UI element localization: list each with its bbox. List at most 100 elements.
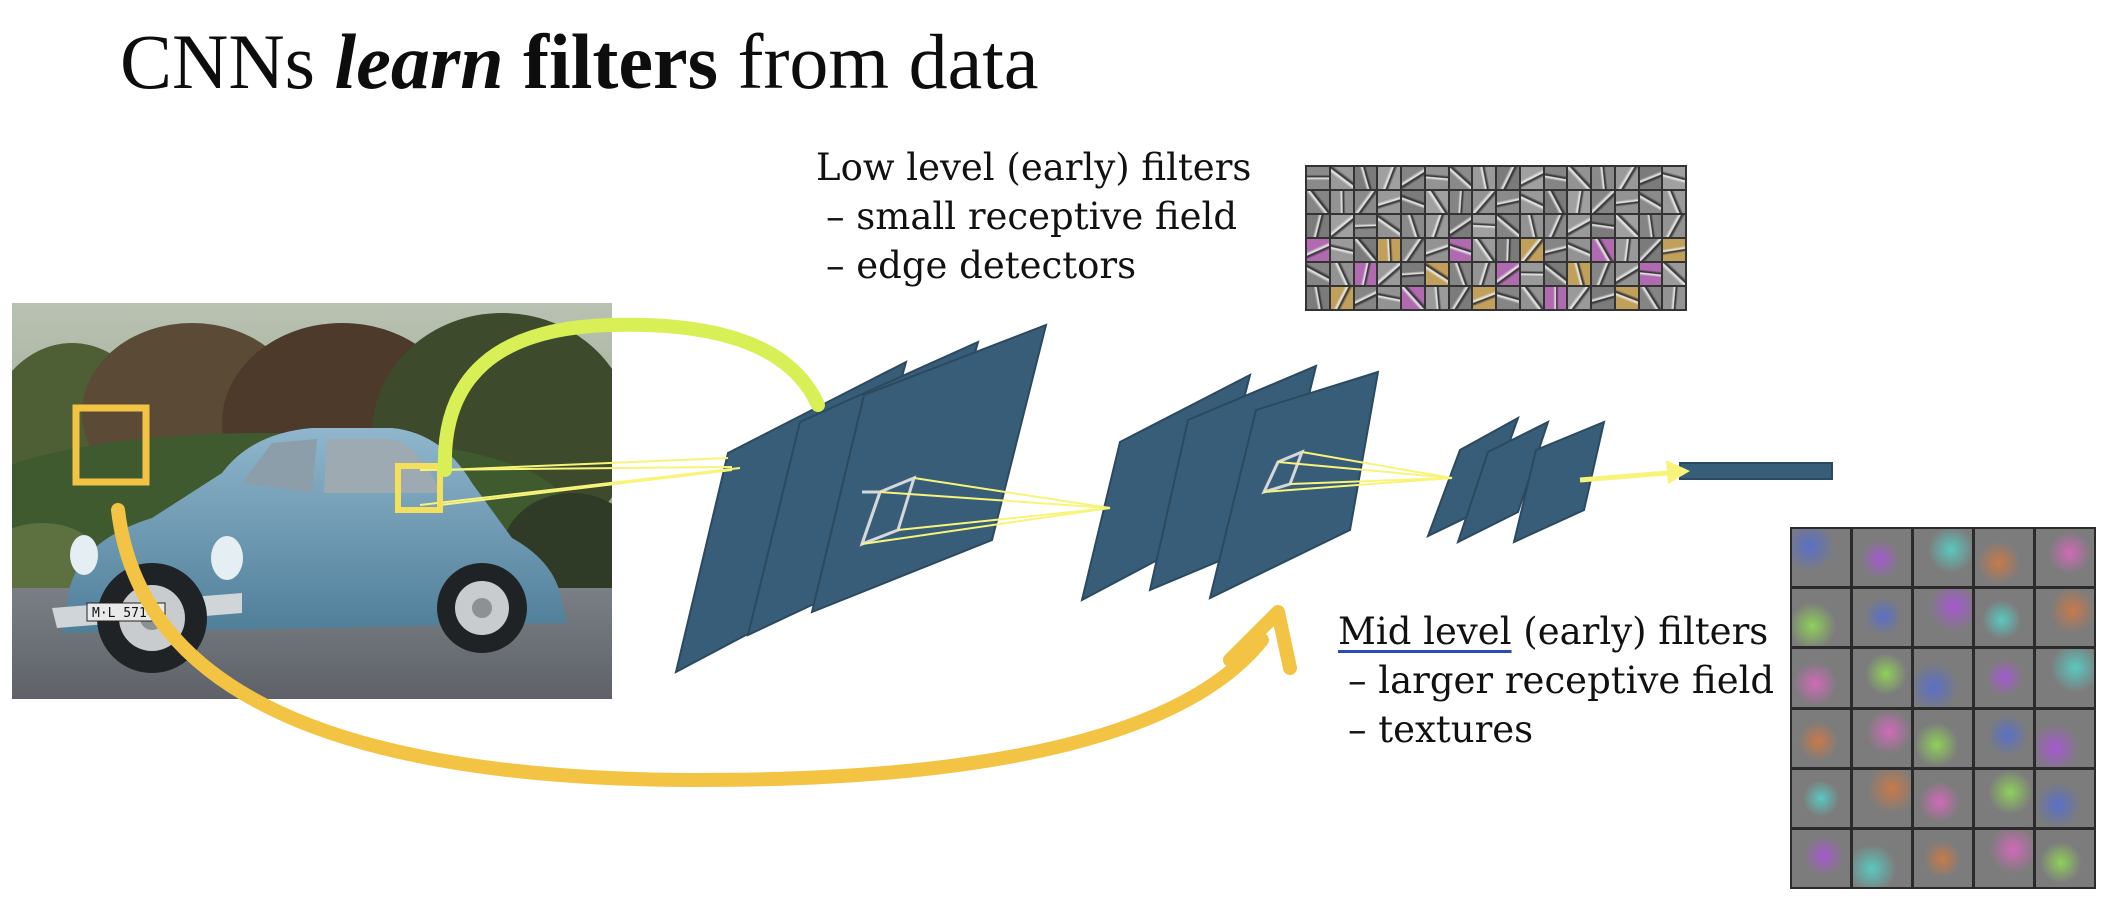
mid-level-filter-tile [1914, 769, 1972, 827]
mid-level-filter-tile [1853, 829, 1911, 887]
low-level-filter-tile [1425, 191, 1448, 213]
mid-level-filter-tile [1792, 589, 1850, 647]
low-level-filter-tile [1354, 191, 1377, 213]
low-level-filter-tile [1592, 263, 1614, 285]
mid-level-filter-tile [1792, 649, 1850, 707]
title-filters: filters [503, 18, 718, 105]
low-level-filter-tile [1330, 215, 1353, 237]
mid-level-heading-underlined: Mid level [1338, 610, 1512, 653]
mid-level-filter-tile [2036, 769, 2094, 827]
low-level-filter-tile [1663, 167, 1685, 189]
low-level-filter-tile [1497, 167, 1519, 189]
mid-level-caption: Mid level (early) filters – larger recep… [1338, 607, 1774, 754]
low-level-filter-tile [1520, 239, 1543, 261]
low-level-filter-tile [1307, 167, 1329, 189]
mid-level-filter-tile [1975, 769, 2033, 827]
low-level-filter-tile [1568, 287, 1590, 309]
low-level-filter-tile [1592, 239, 1614, 261]
low-level-filter-tile [1568, 263, 1590, 285]
low-level-filter-tile [1449, 263, 1472, 285]
low-level-filter-tile [1544, 287, 1567, 309]
low-level-filter-tile [1615, 191, 1638, 213]
low-level-filter-tile [1592, 167, 1614, 189]
low-level-filter-tile [1354, 167, 1377, 189]
title-learn: learn [334, 18, 504, 105]
mid-level-filter-tile [1853, 589, 1911, 647]
low-level-filter-tile [1473, 263, 1495, 285]
low-level-filter-tile [1520, 215, 1543, 237]
mid-level-filter-tile [1914, 649, 1972, 707]
mid-level-filter-tile [1914, 589, 1972, 647]
projection-lines-1 [419, 457, 741, 506]
low-level-bullet-receptive: – small receptive field [826, 195, 1238, 238]
mid-level-filter-tile [1914, 709, 1972, 767]
low-level-filter-tile [1402, 215, 1424, 237]
low-level-filter-tile [1544, 239, 1567, 261]
mid-level-filter-tile [1914, 529, 1972, 587]
mid-level-filter-tile [2036, 709, 2094, 767]
low-level-filter-tile [1330, 263, 1353, 285]
low-level-filter-tile [1592, 191, 1614, 213]
feature-map-3c [1512, 420, 1606, 544]
low-level-filter-tile [1378, 263, 1400, 285]
title-cnns: CNNs [120, 18, 335, 105]
low-level-filter-tile [1663, 287, 1685, 309]
yellow-curved-arrow [111, 503, 1269, 788]
low-level-filter-tile [1402, 191, 1424, 213]
mid-level-patch-box [72, 404, 150, 486]
low-level-filter-tile [1330, 287, 1353, 309]
low-level-filter-tile [1378, 215, 1400, 237]
low-level-filter-tile [1378, 191, 1400, 213]
license-plate-text: M·L 5714 [92, 606, 155, 621]
feature-map-2c [1208, 370, 1380, 600]
mid-level-bullet-textures: – textures [1348, 708, 1534, 751]
low-level-filter-tile [1615, 263, 1638, 285]
mid-level-filter-tile [1975, 829, 2033, 887]
low-level-filter-tile [1568, 215, 1590, 237]
low-level-filter-tile [1497, 287, 1519, 309]
low-level-filter-tile [1520, 287, 1543, 309]
low-level-filter-tile [1307, 287, 1329, 309]
mid-level-filter-tile [1792, 529, 1850, 587]
green-curved-arrow [437, 317, 825, 477]
layer-stack-2 [1080, 364, 1380, 602]
mid-level-filter-tile [1853, 649, 1911, 707]
output-arrow [1579, 460, 1690, 484]
mid-level-filter-tile [2036, 529, 2094, 587]
mid-level-filter-tile [1853, 709, 1911, 767]
mid-level-filter-tile [2036, 649, 2094, 707]
mid-level-heading-rest: (early) filters [1511, 610, 1769, 653]
mid-level-filter-tile [1975, 529, 2033, 587]
low-level-filter-tile [1354, 215, 1377, 237]
low-level-filter-tile [1378, 167, 1400, 189]
low-level-filter-tile [1354, 287, 1377, 309]
low-level-filter-tile [1568, 167, 1590, 189]
low-level-filter-tile [1568, 191, 1590, 213]
mid-level-filter-tile [1975, 709, 2033, 767]
low-level-filter-tile [1330, 167, 1353, 189]
low-level-filter-tile [1663, 239, 1685, 261]
yellow-arrow-head [1223, 605, 1297, 675]
low-level-filter-tile [1497, 239, 1519, 261]
layer-stack-1 [674, 323, 1048, 674]
low-level-filter-tile [1449, 239, 1472, 261]
low-level-filter-tile [1449, 287, 1472, 309]
low-level-filter-tile [1663, 215, 1685, 237]
low-level-filter-tile [1425, 167, 1448, 189]
low-level-filter-tile [1544, 215, 1567, 237]
low-level-filter-tile [1402, 287, 1424, 309]
low-level-filter-grid [1305, 165, 1687, 311]
low-level-filter-tile [1425, 287, 1448, 309]
low-level-filter-tile [1473, 287, 1495, 309]
low-level-filter-tile [1473, 167, 1495, 189]
low-level-bullet-edges: – edge detectors [826, 244, 1137, 287]
low-level-filter-tile [1354, 239, 1377, 261]
low-level-filter-tile [1615, 239, 1638, 261]
low-level-filter-tile [1425, 239, 1448, 261]
low-level-filter-tile [1473, 239, 1495, 261]
low-level-filter-tile [1425, 215, 1448, 237]
low-level-filter-tile [1568, 239, 1590, 261]
low-level-filter-tile [1330, 239, 1353, 261]
low-level-filter-tile [1615, 215, 1638, 237]
